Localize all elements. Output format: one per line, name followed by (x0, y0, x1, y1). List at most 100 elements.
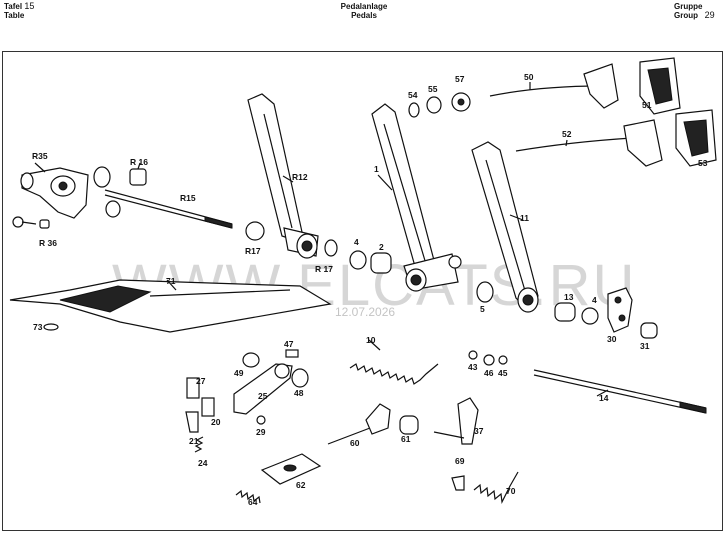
bushing-13 (554, 302, 576, 322)
bushing-61 (399, 415, 419, 435)
label-73: 73 (33, 322, 43, 332)
table-number: 15 (24, 1, 35, 11)
shaft-14 (533, 369, 707, 414)
leader-lines (34, 82, 609, 397)
label-4-right: 4 (592, 295, 597, 305)
label-r36: R 36 (39, 238, 57, 248)
label-45: 45 (498, 368, 508, 378)
group-label: Group (674, 11, 698, 20)
bushing-31 (640, 322, 658, 339)
label-r12: R12 (292, 172, 308, 182)
label-30: 30 (607, 334, 617, 344)
ring-5 (476, 281, 494, 303)
label-5: 5 (480, 304, 485, 314)
ring-r17-right (324, 239, 338, 257)
bracket-27 (186, 377, 200, 399)
label-71: 71 (166, 276, 176, 286)
header-group-block: Gruppe Group 29 (674, 2, 715, 20)
spring-10 (349, 363, 439, 385)
label-21: 21 (189, 436, 199, 446)
label-r35: R35 (32, 151, 48, 161)
table-label: Table (4, 11, 25, 20)
label-31: 31 (640, 341, 650, 351)
label-14: 14 (599, 393, 609, 403)
pad-62 (260, 453, 322, 485)
label-50: 50 (524, 72, 534, 82)
title-en: Pedals (351, 11, 377, 20)
label-52: 52 (562, 129, 572, 139)
label-46: 46 (484, 368, 494, 378)
label-48: 48 (294, 388, 304, 398)
label-62: 62 (296, 480, 306, 490)
label-24: 24 (198, 458, 208, 468)
nut-45 (498, 355, 508, 365)
label-29: 29 (256, 427, 266, 437)
bushing-49 (242, 352, 260, 368)
ring-r17-left (245, 221, 265, 241)
label-2: 2 (379, 242, 384, 252)
nut-43 (468, 350, 478, 360)
label-51: 51 (642, 100, 652, 110)
bracket-r35 (20, 167, 89, 219)
label-27: 27 (196, 376, 206, 386)
header-table-block: Tafel 15 Table (4, 1, 35, 21)
shaft-r15 (93, 166, 233, 229)
label-20: 20 (211, 417, 221, 427)
label-54: 54 (408, 90, 418, 100)
label-25: 25 (258, 391, 268, 401)
label-37: 37 (474, 426, 484, 436)
lever-25 (233, 363, 293, 415)
label-70: 70 (506, 486, 516, 496)
title-de: Pedalanlage (340, 2, 388, 11)
watermark-date: 12.07.2026 (335, 305, 395, 319)
bushing-2 (370, 252, 392, 274)
pedal-pad-53 (675, 109, 717, 167)
bracket-30 (607, 287, 633, 333)
label-47: 47 (284, 339, 294, 349)
screw-r36 (12, 216, 50, 229)
tafel-label: Tafel (4, 2, 23, 11)
label-60: 60 (350, 438, 360, 448)
clip-69 (451, 475, 465, 491)
bushing-55 (426, 96, 442, 114)
spring-64 (235, 489, 261, 504)
label-1: 1 (374, 164, 379, 174)
rod-60 (327, 403, 391, 445)
label-53: 53 (698, 158, 708, 168)
label-61: 61 (401, 434, 411, 444)
nut-29 (256, 415, 266, 425)
group-number: 29 (704, 10, 715, 20)
pedal-lever-11 (471, 141, 539, 313)
grommet-73 (43, 323, 59, 331)
bracket-21 (185, 411, 199, 433)
clip-47 (285, 349, 299, 358)
pedal-pad-51 (639, 57, 681, 115)
part-labels: R35 R 16 R15 R 36 R12 R17 R 17 4 2 1 54 … (32, 72, 708, 507)
bracket-37 (433, 397, 479, 445)
label-r15: R15 (180, 193, 196, 203)
floor-plate-71 (9, 279, 332, 333)
pedal-lever-1 (371, 103, 462, 292)
ring-54 (408, 102, 420, 118)
label-49: 49 (234, 368, 244, 378)
washer-4-right (581, 307, 599, 325)
washer-46 (483, 354, 495, 366)
label-11: 11 (520, 213, 529, 223)
rod-50 (489, 63, 619, 109)
bushing-48 (291, 368, 309, 388)
label-13: 13 (564, 292, 574, 302)
label-r17-left: R17 (245, 246, 261, 256)
spring-24 (194, 436, 204, 453)
label-57: 57 (455, 74, 465, 84)
label-55: 55 (428, 84, 438, 94)
label-64: 64 (248, 497, 258, 507)
bracket-20 (201, 397, 215, 417)
rod-52 (515, 119, 663, 167)
pedal-lever-r12 (247, 93, 319, 259)
gruppe-label: Gruppe (674, 2, 703, 11)
label-r17-right: R 17 (315, 264, 333, 274)
header-title-block: Pedalanlage Pedals (0, 2, 728, 20)
diagram-frame (2, 51, 723, 531)
label-10: 10 (366, 335, 376, 345)
